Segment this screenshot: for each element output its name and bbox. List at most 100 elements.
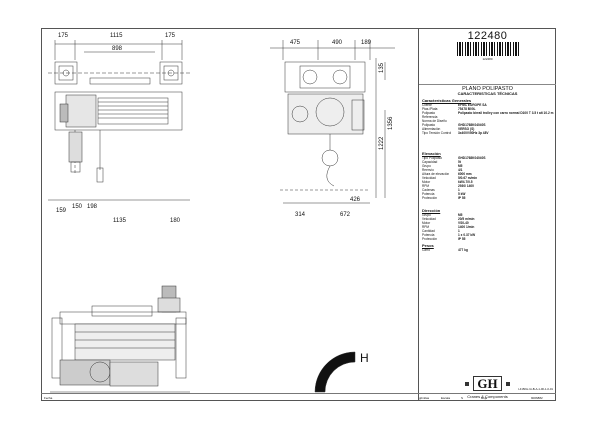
reference-code: LF-BKH-IA-B-A-1-00-1-0-01	[518, 387, 553, 391]
spec-key: Reenvío	[422, 168, 434, 172]
footer-field-2: Escala	[441, 396, 451, 400]
spec-value: 75478 B00L	[458, 107, 476, 111]
dim-189: 189	[361, 40, 372, 46]
logo-dot-left-icon	[465, 381, 470, 386]
spec-key: Norma de Diseño	[422, 119, 447, 123]
spec-value: VS0-40	[458, 221, 469, 225]
dimension-labels: 175 1115 175 898 159 150 198 1135 180 47…	[56, 33, 394, 365]
side-view-drawing	[270, 40, 395, 204]
spec-value: 5t	[458, 160, 461, 164]
spec-row-elevacion: RPM 2930/ 1400	[422, 184, 554, 188]
spec-key: Grupo	[422, 164, 431, 168]
plan-subtitle: CARACTERISTICAS TÉCNICAS	[457, 91, 518, 96]
title-block: 122480 122480 PLANO POLIPASTO CARACTERIS…	[418, 28, 556, 401]
spec-key: Grupo	[422, 213, 431, 217]
spec-row-general: Polipasto GHD1768K04040S	[422, 123, 554, 127]
top-view-drawing	[48, 40, 190, 201]
spec-key: Motor	[422, 221, 431, 225]
spec-value: 5/0.67 m/min	[458, 176, 478, 180]
spec-value: EFMC EUROPE SA	[458, 103, 487, 107]
dim-672: 672	[340, 212, 351, 218]
barcode-text: 122480	[482, 57, 493, 61]
dim-1115: 1115	[110, 33, 123, 39]
orientation-arc	[314, 351, 356, 393]
spec-value: 1	[458, 188, 460, 192]
footer-field-1: gilmtlas	[419, 396, 430, 400]
front-view-drawing	[50, 285, 190, 393]
spec-value: VERSO (S)	[458, 127, 475, 131]
dim-490: 490	[332, 40, 343, 46]
footer-field-4: Hoja	[481, 396, 488, 400]
spec-value: 2930/ 1400	[458, 184, 474, 188]
spec-key: Tipo Tensión Control	[422, 131, 452, 135]
dim-150: 150	[72, 204, 83, 210]
spec-row-elevacion: Reenvío 4/1	[422, 168, 554, 172]
drawing-code: 122480	[467, 30, 508, 42]
spec-row-general: Referencia	[422, 115, 554, 119]
spec-value: IP 55	[458, 196, 466, 200]
dim-1135: 1135	[113, 218, 127, 224]
spec-key: Polipasto	[422, 123, 436, 127]
spec-key: Protección	[422, 237, 438, 241]
spec-key: Protección	[422, 196, 438, 200]
spec-key: Alimentación	[422, 127, 441, 131]
spec-key: Velocidad	[422, 176, 436, 180]
dim-898: 898	[112, 46, 123, 52]
spec-row-elevacion: Cadenas 1	[422, 188, 554, 192]
spec-row-direccion: Motor VS0-40	[422, 221, 554, 225]
orientation-letter: H	[360, 351, 369, 365]
dim-135: 135	[379, 62, 385, 73]
spec-key: Potencia	[422, 233, 435, 237]
dim-426: 426	[350, 197, 361, 203]
section-elevacion-title: Elevación	[422, 151, 441, 156]
spec-row-elevacion: Protección IP 55	[422, 196, 554, 200]
section-direccion-title: Dirección	[422, 208, 441, 213]
spec-row-elevacion: Velocidad 5/0.67 m/min	[422, 176, 554, 180]
footer-field-3: S	[461, 396, 464, 400]
spec-row-elevacion: Capacidad 5t	[422, 160, 554, 164]
plan-title: PLANO POLIPASTO	[419, 84, 556, 92]
spec-row-elevacion: Grupo M5	[422, 164, 554, 168]
spec-value: 6000 mm	[458, 172, 472, 176]
logo-mark: GH	[473, 376, 502, 391]
spec-row-general: Cliente EFMC EUROPE SA	[422, 103, 554, 107]
spec-row-general: Ptas./Plata 75478 B00L	[422, 107, 554, 111]
company-name: Cranes & Components	[467, 394, 508, 399]
dim-1222: 1222	[379, 136, 385, 150]
spec-value: M5	[458, 164, 463, 168]
dim-198: 198	[87, 204, 98, 210]
spec-key: Carro	[422, 248, 430, 252]
spec-value: 3x400V/50Hz 3p 48V	[458, 131, 489, 135]
spec-key: RPM	[422, 225, 430, 229]
spec-key: Cantidad	[422, 229, 435, 233]
spec-key: Cadenas	[422, 188, 435, 192]
dim-1356: 1356	[388, 116, 394, 130]
drawing-sheet-border	[41, 28, 556, 401]
spec-key: RPM	[422, 184, 430, 188]
spec-key: Cliente	[422, 103, 432, 107]
company-logo: GH Cranes & Components	[419, 375, 556, 399]
spec-value: GHD1768K04040S	[458, 156, 486, 160]
dim-475: 475	[290, 40, 301, 46]
footer-field-0: Fecha	[44, 396, 53, 400]
spec-value: GHD1768K04040S	[458, 123, 486, 127]
spec-key: Referencia	[422, 115, 438, 119]
logo-dot-right-icon	[505, 381, 510, 386]
spec-value: 20/5 m/min	[458, 217, 475, 221]
spec-row-general: Tipo Tensión Control 3x400V/50Hz 3p 48V	[422, 131, 554, 135]
spec-key: Capacidad	[422, 160, 438, 164]
spec-value: 4/1	[458, 168, 463, 172]
spec-key: Ptas./Plata	[422, 107, 438, 111]
